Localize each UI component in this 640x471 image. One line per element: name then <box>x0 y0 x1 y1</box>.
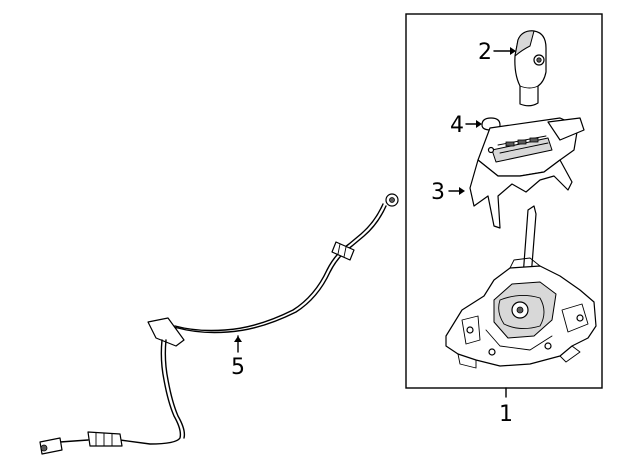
callout-2: 2 <box>478 40 492 65</box>
callout-5: 5 <box>231 355 245 380</box>
shifter-base <box>445 205 597 369</box>
knob-arrow <box>510 47 516 55</box>
cap-arrow <box>476 120 482 128</box>
bezel-arrow <box>459 187 465 195</box>
callout-4: 4 <box>450 113 464 138</box>
shift-cable <box>39 193 399 455</box>
assembly-frame <box>405 13 603 389</box>
callout-3: 3 <box>431 180 445 205</box>
shift-knob <box>514 30 547 107</box>
callout-1: 1 <box>499 402 513 427</box>
cable-arrow <box>234 336 242 342</box>
shifter-bezel <box>469 117 585 229</box>
